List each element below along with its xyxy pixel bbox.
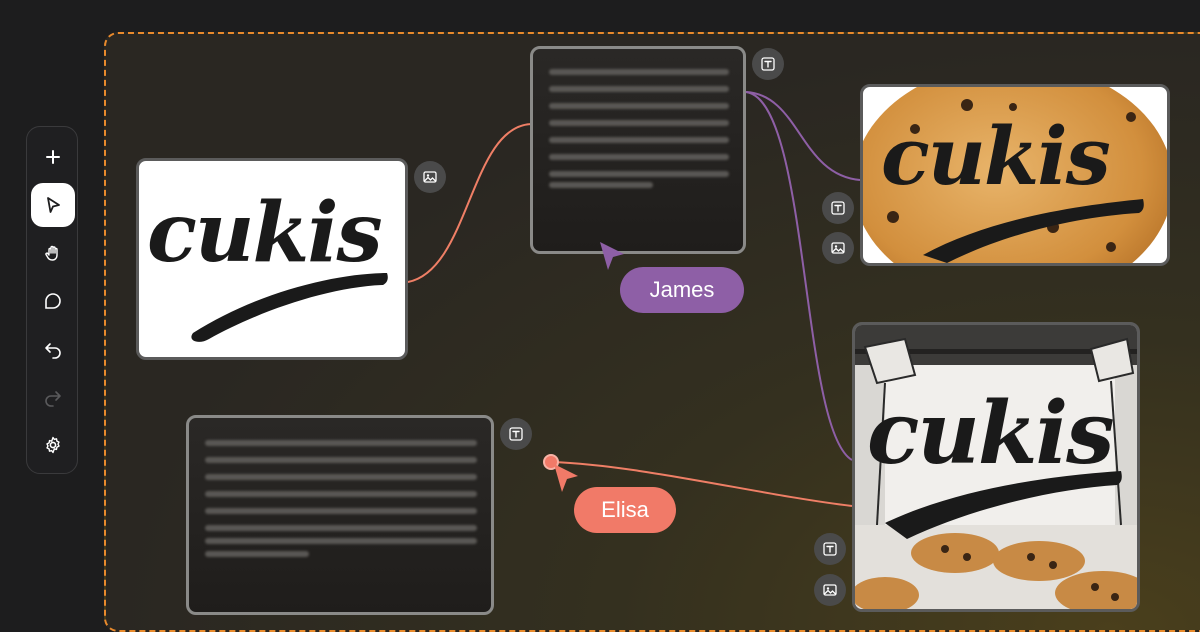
text-line <box>549 154 729 160</box>
text-node-top-badge[interactable] <box>752 48 784 80</box>
cookie-photo <box>863 87 1167 263</box>
studio-node-image-badge[interactable] <box>814 574 846 606</box>
logo-node-image-badge[interactable] <box>414 161 446 193</box>
comment-icon <box>45 293 61 309</box>
text-line <box>205 491 477 497</box>
text-line <box>549 86 729 92</box>
text-node-bottom-badge[interactable] <box>500 418 532 450</box>
elisa-cursor-label: Elisa <box>574 487 676 533</box>
text-line <box>205 551 309 557</box>
studio-photo <box>855 325 1137 609</box>
james-cursor-label: James <box>620 267 744 313</box>
studio-node-text-badge[interactable] <box>814 533 846 565</box>
elisa-cursor-icon <box>543 454 578 492</box>
text-line <box>549 182 653 188</box>
undo-icon <box>45 343 61 359</box>
text-line <box>549 103 729 109</box>
text-node-top[interactable] <box>530 46 746 254</box>
undo-button[interactable] <box>31 327 75 371</box>
text-line <box>549 120 729 126</box>
cookie-logo-text: cukis <box>881 109 1111 203</box>
image-icon <box>823 584 837 596</box>
comment-tool-button[interactable] <box>31 279 75 323</box>
text-line <box>549 137 729 143</box>
left-toolbar <box>26 126 78 474</box>
settings-button[interactable] <box>31 423 75 467</box>
text-line <box>205 474 477 480</box>
cookie-image-node[interactable]: cukis <box>860 84 1170 266</box>
cookie-node-image-badge[interactable] <box>822 232 854 264</box>
add-button[interactable] <box>31 135 75 179</box>
text-icon <box>509 427 523 441</box>
logo-swoosh <box>191 273 388 342</box>
text-icon <box>831 201 845 215</box>
image-icon <box>423 171 437 183</box>
pointer-icon <box>47 197 60 213</box>
redo-icon <box>45 391 61 407</box>
text-line <box>549 171 729 177</box>
studio-logo-text: cukis <box>867 383 1115 484</box>
hand-icon <box>45 245 58 261</box>
image-icon <box>831 242 845 254</box>
logo-image-node[interactable]: cukis <box>136 158 408 360</box>
text-line <box>205 525 477 531</box>
gear-icon <box>46 436 60 454</box>
text-line <box>205 538 477 544</box>
redo-button[interactable] <box>31 375 75 419</box>
text-line <box>205 508 477 514</box>
pan-tool-button[interactable] <box>31 231 75 275</box>
plus-icon <box>46 150 60 164</box>
cookie-node-text-badge[interactable] <box>822 192 854 224</box>
james-cursor-icon <box>600 242 624 270</box>
select-tool-button[interactable] <box>31 183 75 227</box>
logo-text: cukis <box>147 185 383 281</box>
studio-image-node[interactable]: cukis <box>852 322 1140 612</box>
text-icon <box>761 57 775 71</box>
text-line <box>549 69 729 75</box>
text-node-bottom[interactable] <box>186 415 494 615</box>
text-line <box>205 457 477 463</box>
text-icon <box>823 542 837 556</box>
text-line <box>205 440 477 446</box>
